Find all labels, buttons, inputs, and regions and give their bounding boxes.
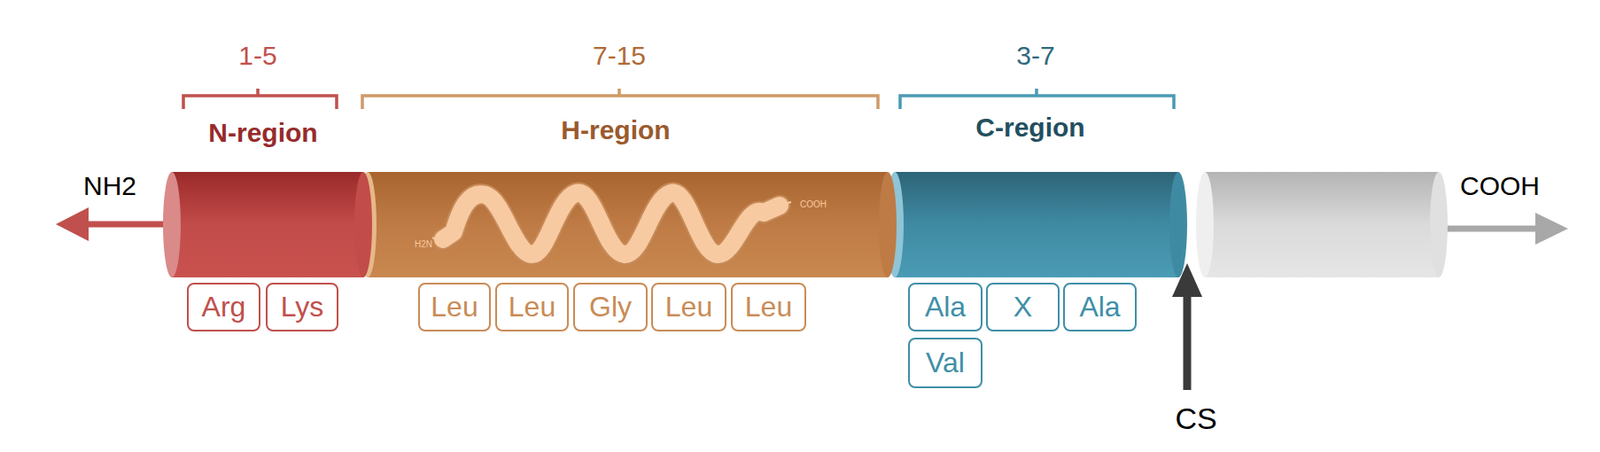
amino-acid-name: Leu bbox=[665, 290, 713, 324]
region-name: H-region bbox=[560, 115, 670, 146]
cylinder-cap bbox=[878, 171, 897, 278]
terminus-label: NH2 bbox=[83, 170, 137, 202]
range-number: 7-15 bbox=[592, 40, 646, 71]
bracket bbox=[183, 88, 337, 109]
cylinder-cap bbox=[1169, 171, 1188, 278]
amino-acid-box: Leu bbox=[418, 282, 491, 332]
amino-acid-name: Leu bbox=[430, 290, 478, 324]
amino-acid-name: Arg bbox=[201, 290, 247, 324]
bracket bbox=[900, 88, 1174, 109]
arrow-line bbox=[1436, 225, 1542, 233]
range-number: 3-7 bbox=[1016, 40, 1055, 71]
amino-acid-box: X bbox=[986, 282, 1060, 332]
amino-acid-box: Val bbox=[908, 337, 983, 389]
arrow-line bbox=[1183, 292, 1192, 390]
amino-acid-name: Leu bbox=[745, 290, 793, 324]
helix-end-label: COOH bbox=[800, 199, 827, 210]
amino-acid-name: X bbox=[1013, 290, 1033, 324]
region-name: N-region bbox=[208, 117, 318, 148]
arrow-head bbox=[1535, 212, 1569, 245]
cylinder bbox=[367, 171, 888, 278]
amino-acid-box: Arg bbox=[186, 282, 261, 332]
cylinder bbox=[1204, 171, 1439, 278]
cylinder-cap bbox=[1196, 171, 1214, 278]
cylinder-cap bbox=[1429, 171, 1448, 278]
range-number: 1-5 bbox=[238, 40, 277, 71]
amino-acid-box: Ala bbox=[1063, 282, 1137, 332]
region-name: C-region bbox=[975, 112, 1085, 143]
arrow-head bbox=[55, 207, 89, 241]
amino-acid-name: Ala bbox=[1079, 290, 1120, 324]
cleavage-site-label: CS bbox=[1174, 401, 1217, 436]
amino-acid-name: Lys bbox=[280, 290, 325, 324]
amino-acid-name: Ala bbox=[924, 290, 966, 324]
helix-end-label: H2N bbox=[414, 239, 433, 249]
terminus-label: COOH bbox=[1460, 170, 1540, 202]
amino-acid-name: Val bbox=[925, 346, 965, 380]
amino-acid-box: Gly bbox=[573, 282, 648, 332]
amino-acid-box: Leu bbox=[730, 282, 807, 332]
bracket bbox=[362, 88, 878, 109]
cylinder-cap bbox=[354, 171, 373, 278]
alpha-helix bbox=[432, 193, 792, 255]
amino-acid-box: Lys bbox=[265, 282, 339, 332]
cylinder-cap bbox=[163, 171, 181, 278]
amino-acid-name: Gly bbox=[589, 290, 632, 324]
arrow-head bbox=[1172, 263, 1203, 297]
cylinder bbox=[171, 171, 364, 278]
amino-acid-box: Ala bbox=[908, 282, 983, 332]
amino-acid-box: Leu bbox=[495, 282, 569, 332]
cylinder bbox=[894, 171, 1179, 278]
amino-acid-box: Leu bbox=[651, 282, 727, 332]
amino-acid-name: Leu bbox=[508, 290, 556, 324]
